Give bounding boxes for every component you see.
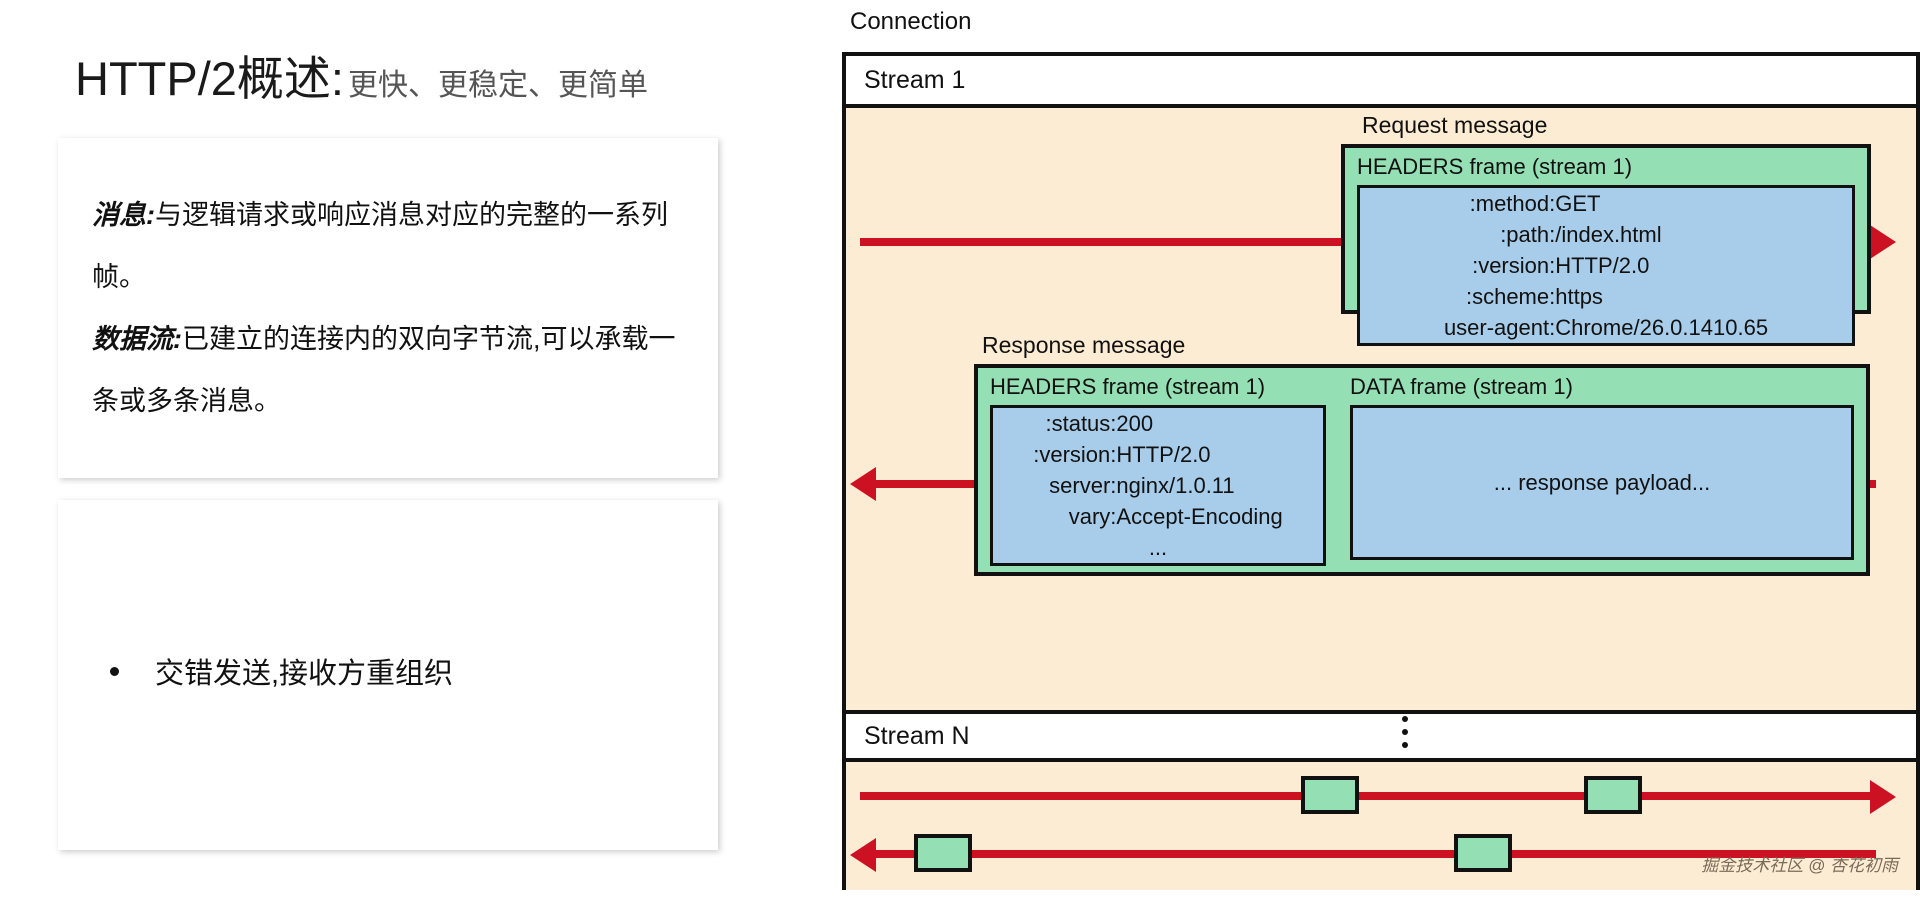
response-header-key: server:: [1049, 473, 1117, 498]
definitions-text: 消息:与逻辑请求或响应消息对应的完整的一系列帧。 数据流:已建立的连接内的双向字…: [58, 138, 718, 432]
streamN-incoming-arrow-head-icon: [850, 838, 876, 872]
request-frame-title: HEADERS frame (stream 1): [1357, 154, 1633, 179]
page-title: HTTP/2概述: 更快、更稳定、更简单: [75, 40, 648, 109]
response-header-value: 200: [1116, 411, 1154, 436]
table-row: ...: [1033, 532, 1282, 563]
table-row: :scheme: https: [1444, 281, 1768, 312]
response-header-key: :status:: [1045, 411, 1117, 436]
request-headers-table: :method: GET :path: /index.html :version…: [1444, 188, 1768, 343]
request-header-value: GET: [1555, 191, 1601, 216]
response-headers-ellipsis: ...: [1148, 535, 1168, 560]
table-row: :version: HTTP/2.0: [1033, 439, 1282, 470]
connection-box: Stream 1 Request message HEADERS frame (…: [842, 52, 1920, 890]
table-row: user-agent: Chrome/26.0.1410.65: [1444, 312, 1768, 343]
watermark-text: 掘金技术社区 @ 杏花初雨: [1701, 856, 1898, 875]
table-row: server: nginx/1.0.11: [1033, 470, 1282, 501]
request-frame-cell: HEADERS frame (stream 1) :method: GET :p…: [1345, 148, 1867, 346]
response-header-value: HTTP/2.0: [1116, 442, 1211, 467]
request-header-value: HTTP/2.0: [1555, 253, 1650, 278]
title-subtitle-text: 更快、更稳定、更简单: [347, 69, 648, 102]
response-header-key: vary:: [1068, 504, 1117, 529]
response-payload-text: ... response payload...: [1493, 469, 1711, 495]
request-headers-frame: HEADERS frame (stream 1) :method: GET :p…: [1341, 144, 1871, 346]
definition-body-message: 与逻辑请求或响应消息对应的完整的一系列帧。: [92, 200, 668, 292]
response-headers-table: :status: 200 :version: HTTP/2.0 server: …: [1033, 408, 1282, 563]
definition-term-message: 消息:: [92, 200, 155, 230]
response-message-caption: Response message: [982, 332, 1186, 358]
connection-label: Connection: [850, 8, 972, 35]
streamN-outgoing-frame-chip: [1584, 776, 1642, 814]
bullets-card: 交错发送,接收方重组织: [58, 500, 718, 850]
table-row: vary: Accept-Encoding: [1033, 501, 1283, 532]
http2-connection-diagram: Connection Stream 1 Request message HEAD…: [780, 0, 1920, 904]
definition-term-stream: 数据流:: [92, 324, 182, 354]
streamN-incoming-frame-chip: [1454, 834, 1512, 872]
streamN-body: [846, 762, 1916, 890]
streamN-header: Stream N: [846, 710, 1916, 762]
request-header-key: user-agent:: [1443, 315, 1556, 340]
response-headers-body: :status: 200 :version: HTTP/2.0 server: …: [990, 405, 1326, 566]
request-header-key: :method:: [1469, 191, 1556, 216]
stream1-label: Stream 1: [864, 65, 966, 94]
table-row: :status: 200: [1033, 408, 1282, 439]
bullet-item-label: 交错发送,接收方重组织: [155, 658, 454, 690]
list-item: 交错发送,接收方重组织: [110, 650, 453, 692]
response-headers-frame-title: HEADERS frame (stream 1): [990, 374, 1266, 399]
definitions-card: 消息:与逻辑请求或响应消息对应的完整的一系列帧。 数据流:已建立的连接内的双向字…: [58, 138, 718, 478]
response-headers-frame-cell: HEADERS frame (stream 1) :status: 200 :v…: [978, 368, 1338, 572]
streamN-outgoing-line: [860, 792, 1870, 800]
request-header-key: :scheme:: [1465, 284, 1556, 309]
streamN-outgoing-arrow-head-icon: [1870, 780, 1896, 814]
response-data-frame-title: DATA frame (stream 1): [1350, 374, 1573, 399]
left-content-panel: HTTP/2概述: 更快、更稳定、更简单 消息:与逻辑请求或响应消息对应的完整的…: [0, 0, 790, 904]
response-header-value: nginx/1.0.11: [1116, 473, 1235, 498]
request-message-caption: Request message: [1362, 112, 1548, 138]
streamN-incoming-frame-chip: [914, 834, 972, 872]
response-data-frame-cell: DATA frame (stream 1) ... response paylo…: [1338, 368, 1866, 572]
stream1-body: Request message HEADERS frame (stream 1)…: [846, 108, 1916, 710]
response-data-body: ... response payload...: [1350, 405, 1854, 560]
stream1-header: Stream 1: [846, 56, 1916, 108]
request-header-key: :version:: [1472, 253, 1556, 278]
table-row: :method: GET: [1444, 188, 1768, 219]
response-arrow-head-icon: [850, 467, 876, 501]
title-main-text: HTTP/2概述:: [75, 52, 344, 105]
response-header-key: :version:: [1033, 442, 1117, 467]
response-frames: HEADERS frame (stream 1) :status: 200 :v…: [974, 364, 1870, 576]
table-row: :version: HTTP/2.0: [1444, 250, 1768, 281]
bullet-dot-icon: [110, 666, 119, 676]
streamN-incoming-line: [876, 850, 1876, 858]
streamN-label: Stream N: [864, 721, 970, 750]
request-headers-body: :method: GET :path: /index.html :version…: [1357, 185, 1855, 346]
definition-body-stream: 已建立的连接内的双向字节流,可以承载一条或多条消息。: [92, 324, 676, 416]
request-header-value: https: [1555, 284, 1603, 309]
vertical-ellipsis-icon: [1402, 716, 1409, 748]
request-arrow-head-icon: [1870, 225, 1896, 259]
table-row: :path: /index.html: [1444, 219, 1768, 250]
streamN-outgoing-frame-chip: [1301, 776, 1359, 814]
response-header-value: Accept-Encoding: [1116, 504, 1283, 529]
request-header-value: Chrome/26.0.1410.65: [1555, 315, 1769, 340]
request-header-key: :path:: [1500, 222, 1556, 247]
request-header-value: /index.html: [1555, 222, 1662, 247]
